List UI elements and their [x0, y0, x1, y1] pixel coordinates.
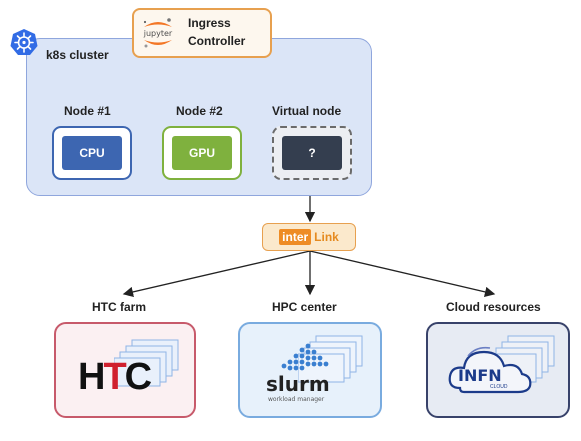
htc-logo: HTC [78, 356, 152, 398]
ingress-title-line1: Ingress [188, 16, 231, 30]
cpu-chip-label: CPU [62, 136, 122, 170]
htc-farm-label: HTC farm [92, 300, 147, 314]
kubernetes-helm-icon [10, 29, 38, 55]
jupyter-icon: jupyter [143, 18, 173, 48]
arrow-to-htc [122, 250, 311, 298]
cloud-resources-label: Cloud resources [446, 300, 541, 314]
arrow-to-cloud [309, 250, 496, 297]
cloud-resources-box: INFN CLOUD [426, 322, 570, 418]
virtual-node-chip-label: ? [282, 136, 342, 170]
ingress-controller-box: jupyter Ingress Controller [132, 8, 272, 58]
slurm-dots-icon [281, 343, 329, 371]
infn-cloud-icon [448, 346, 532, 394]
node1-label: Node #1 [64, 104, 111, 118]
infn-cloud-tagline: CLOUD [490, 384, 508, 390]
gpu-chip: GPU [162, 126, 242, 180]
infn-logo: INFN [458, 366, 502, 385]
hpc-center-label: HPC center [272, 300, 337, 314]
hpc-center-box: slurm workload manager [238, 322, 382, 418]
jupyter-wordmark: jupyter [143, 29, 173, 38]
cluster-label: k8s cluster [46, 48, 109, 62]
interlink-logo-part1: inter [279, 229, 312, 245]
interlink-logo-part2: Link [314, 230, 339, 244]
slurm-logo: slurm [266, 372, 330, 396]
virtual-node-chip: ? [272, 126, 352, 180]
node2-label: Node #2 [176, 104, 223, 118]
gpu-chip-label: GPU [172, 136, 232, 170]
server-stack-icon [114, 339, 179, 387]
htc-farm-box: HTC [54, 322, 196, 418]
ingress-title-line2: Controller [188, 34, 246, 48]
slurm-tagline: workload manager [268, 396, 325, 403]
cpu-chip: CPU [52, 126, 132, 180]
virtual-node-label: Virtual node [272, 104, 342, 118]
